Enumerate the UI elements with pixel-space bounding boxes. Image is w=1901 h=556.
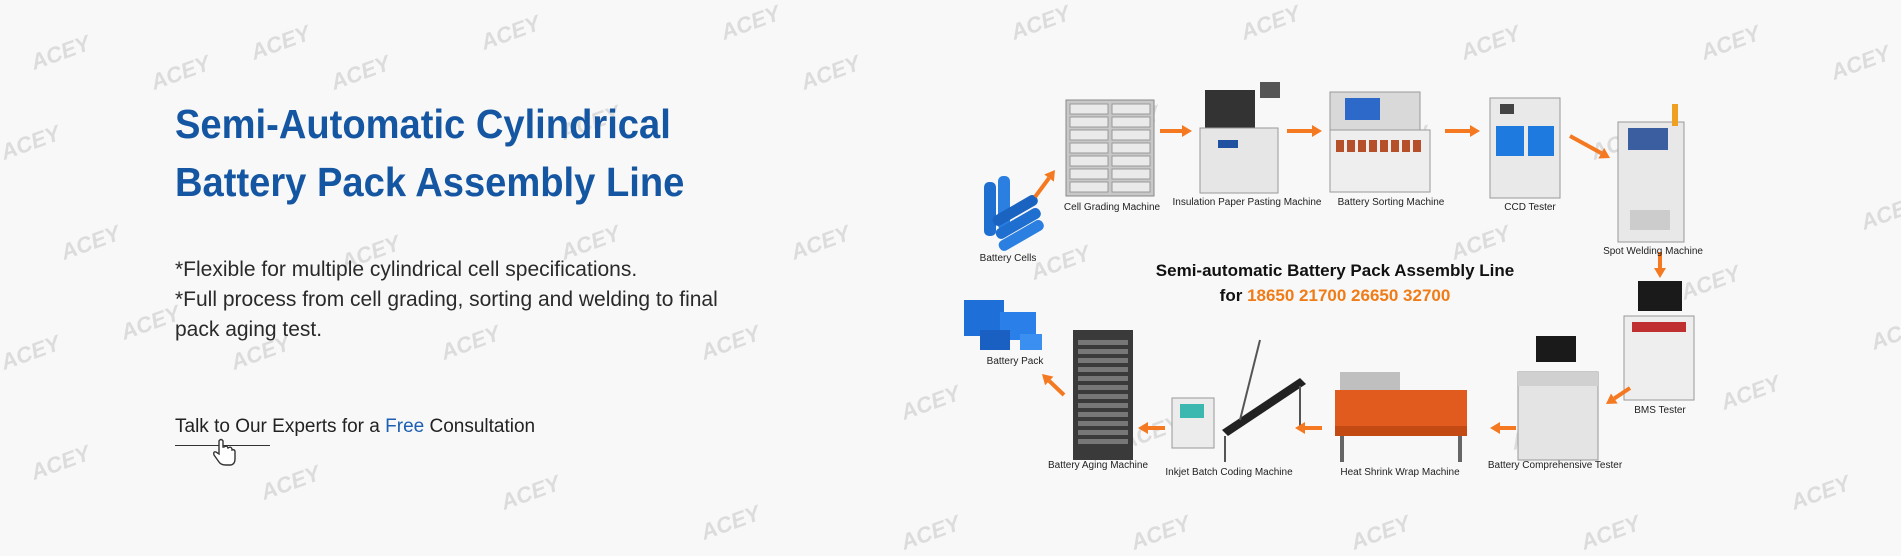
cta-suffix: Consultation bbox=[424, 416, 536, 437]
specs-for-label: for bbox=[1219, 286, 1248, 305]
consultation-link[interactable]: Talk to Our Experts for a Free Consultat… bbox=[175, 416, 535, 438]
step-label-inkjet-coding: Inkjet Batch Coding Machine bbox=[1165, 467, 1293, 478]
pointer-hand-icon bbox=[213, 438, 236, 466]
feature-item: *Flexible for multiple cylindrical cell … bbox=[175, 258, 638, 281]
ccd-tester-icon bbox=[1489, 97, 1561, 199]
step-label-spot-welding: Spot Welding Machine bbox=[1603, 246, 1703, 257]
step-label-ccd-tester: CCD Tester bbox=[1504, 202, 1556, 213]
step-label-bms-tester: BMS Tester bbox=[1634, 405, 1686, 416]
cta-prefix: Talk to Our Experts for a bbox=[175, 416, 386, 437]
feature-list: *Flexible for multiple cylindrical cell … bbox=[175, 255, 775, 345]
step-label-battery-cells: Battery Cells bbox=[979, 253, 1037, 264]
title-line-2: Battery Pack Assembly Line bbox=[175, 159, 685, 205]
battery-cells-icon bbox=[984, 176, 1044, 251]
battery-specs: 18650 21700 26650 32700 bbox=[1247, 286, 1451, 305]
flow-arrows bbox=[1033, 125, 1666, 434]
step-label-heat-shrink: Heat Shrink Wrap Machine bbox=[1340, 467, 1460, 478]
diagram-title-text: Semi-automatic Battery Pack Assembly Lin… bbox=[1155, 261, 1515, 280]
comprehensive-tester-icon bbox=[1517, 336, 1599, 461]
page-title: Semi-Automatic Cylindrical Battery Pack … bbox=[175, 95, 733, 211]
spot-welding-machine-icon bbox=[1617, 104, 1685, 243]
battery-sorting-machine-icon bbox=[1329, 91, 1431, 193]
title-line-1: Semi-Automatic Cylindrical bbox=[175, 101, 671, 147]
cta-free: Free bbox=[385, 416, 425, 437]
step-label-comprehensive-tester: Battery Comprehensive Tester bbox=[1487, 460, 1623, 471]
heat-shrink-machine-icon bbox=[1335, 372, 1467, 462]
step-label-cell-grading: Cell Grading Machine bbox=[1063, 202, 1161, 213]
feature-item: *Full process from cell grading, sorting… bbox=[175, 288, 718, 311]
step-label-battery-sorting: Battery Sorting Machine bbox=[1337, 197, 1445, 208]
diagram-specs-line: for 18650 21700 26650 32700 bbox=[1156, 283, 1514, 308]
battery-pack-icon bbox=[964, 300, 1042, 350]
feature-item: pack aging test. bbox=[175, 318, 323, 341]
diagram-title: Semi-automatic Battery Pack Assembly Lin… bbox=[1156, 258, 1514, 308]
cell-grading-machine-icon bbox=[1065, 99, 1155, 197]
step-label-insulation-paper: Insulation Paper Pasting Machine bbox=[1172, 197, 1322, 208]
battery-aging-machine-icon bbox=[1073, 330, 1133, 460]
step-label-aging-machine: Battery Aging Machine bbox=[1047, 460, 1149, 471]
bms-tester-icon bbox=[1623, 281, 1695, 401]
insulation-paper-machine-icon bbox=[1199, 82, 1280, 194]
inkjet-coding-machine-icon bbox=[1171, 339, 1306, 462]
hero-text: Semi-Automatic Cylindrical Battery Pack … bbox=[175, 95, 775, 345]
step-label-battery-pack: Battery Pack bbox=[986, 356, 1044, 367]
